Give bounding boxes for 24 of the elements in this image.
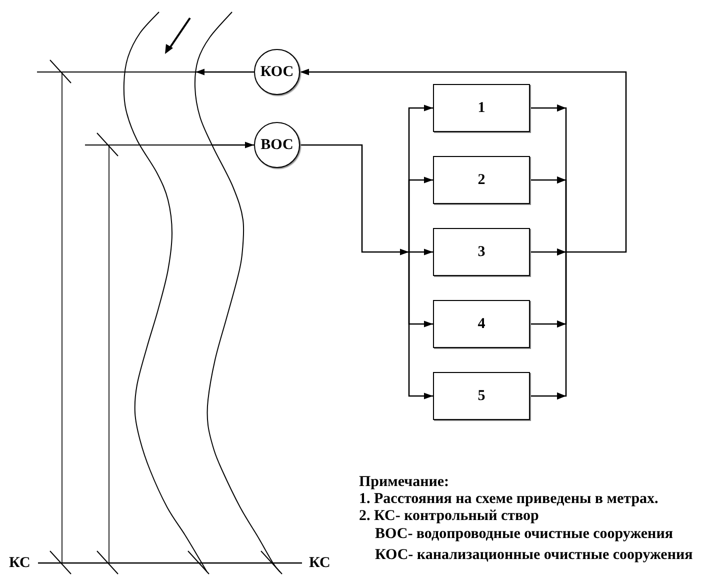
section-label: КС [9, 555, 30, 572]
process-box: 1 [433, 84, 530, 132]
arrow [212, 142, 254, 148]
facility-circle: КОС [254, 49, 300, 95]
note-line: 2. КС- контрольный створ [359, 508, 539, 525]
note-line: ВОС- водопроводные очистные сооружения [375, 526, 673, 543]
note-line: 1. Расстояния на схеме приведены в метрах. [359, 491, 658, 508]
section-label: КС [309, 555, 330, 572]
arrow [530, 176, 567, 252]
note-heading: Примечание: [359, 474, 450, 491]
process-box: 4 [433, 300, 530, 348]
process-box: 3 [433, 228, 530, 276]
arrow [530, 248, 566, 256]
arrow [408, 252, 433, 400]
note-line: КОС- канализационные очистные сооружения [375, 547, 693, 564]
process-box: 5 [433, 372, 530, 420]
arrow [409, 248, 433, 256]
arrow [300, 68, 627, 253]
arrow [408, 176, 433, 252]
arrow [196, 68, 254, 76]
arrow [530, 252, 567, 400]
process-box: 2 [433, 156, 530, 204]
facility-circle: ВОС [254, 122, 300, 168]
arrow [300, 144, 409, 256]
